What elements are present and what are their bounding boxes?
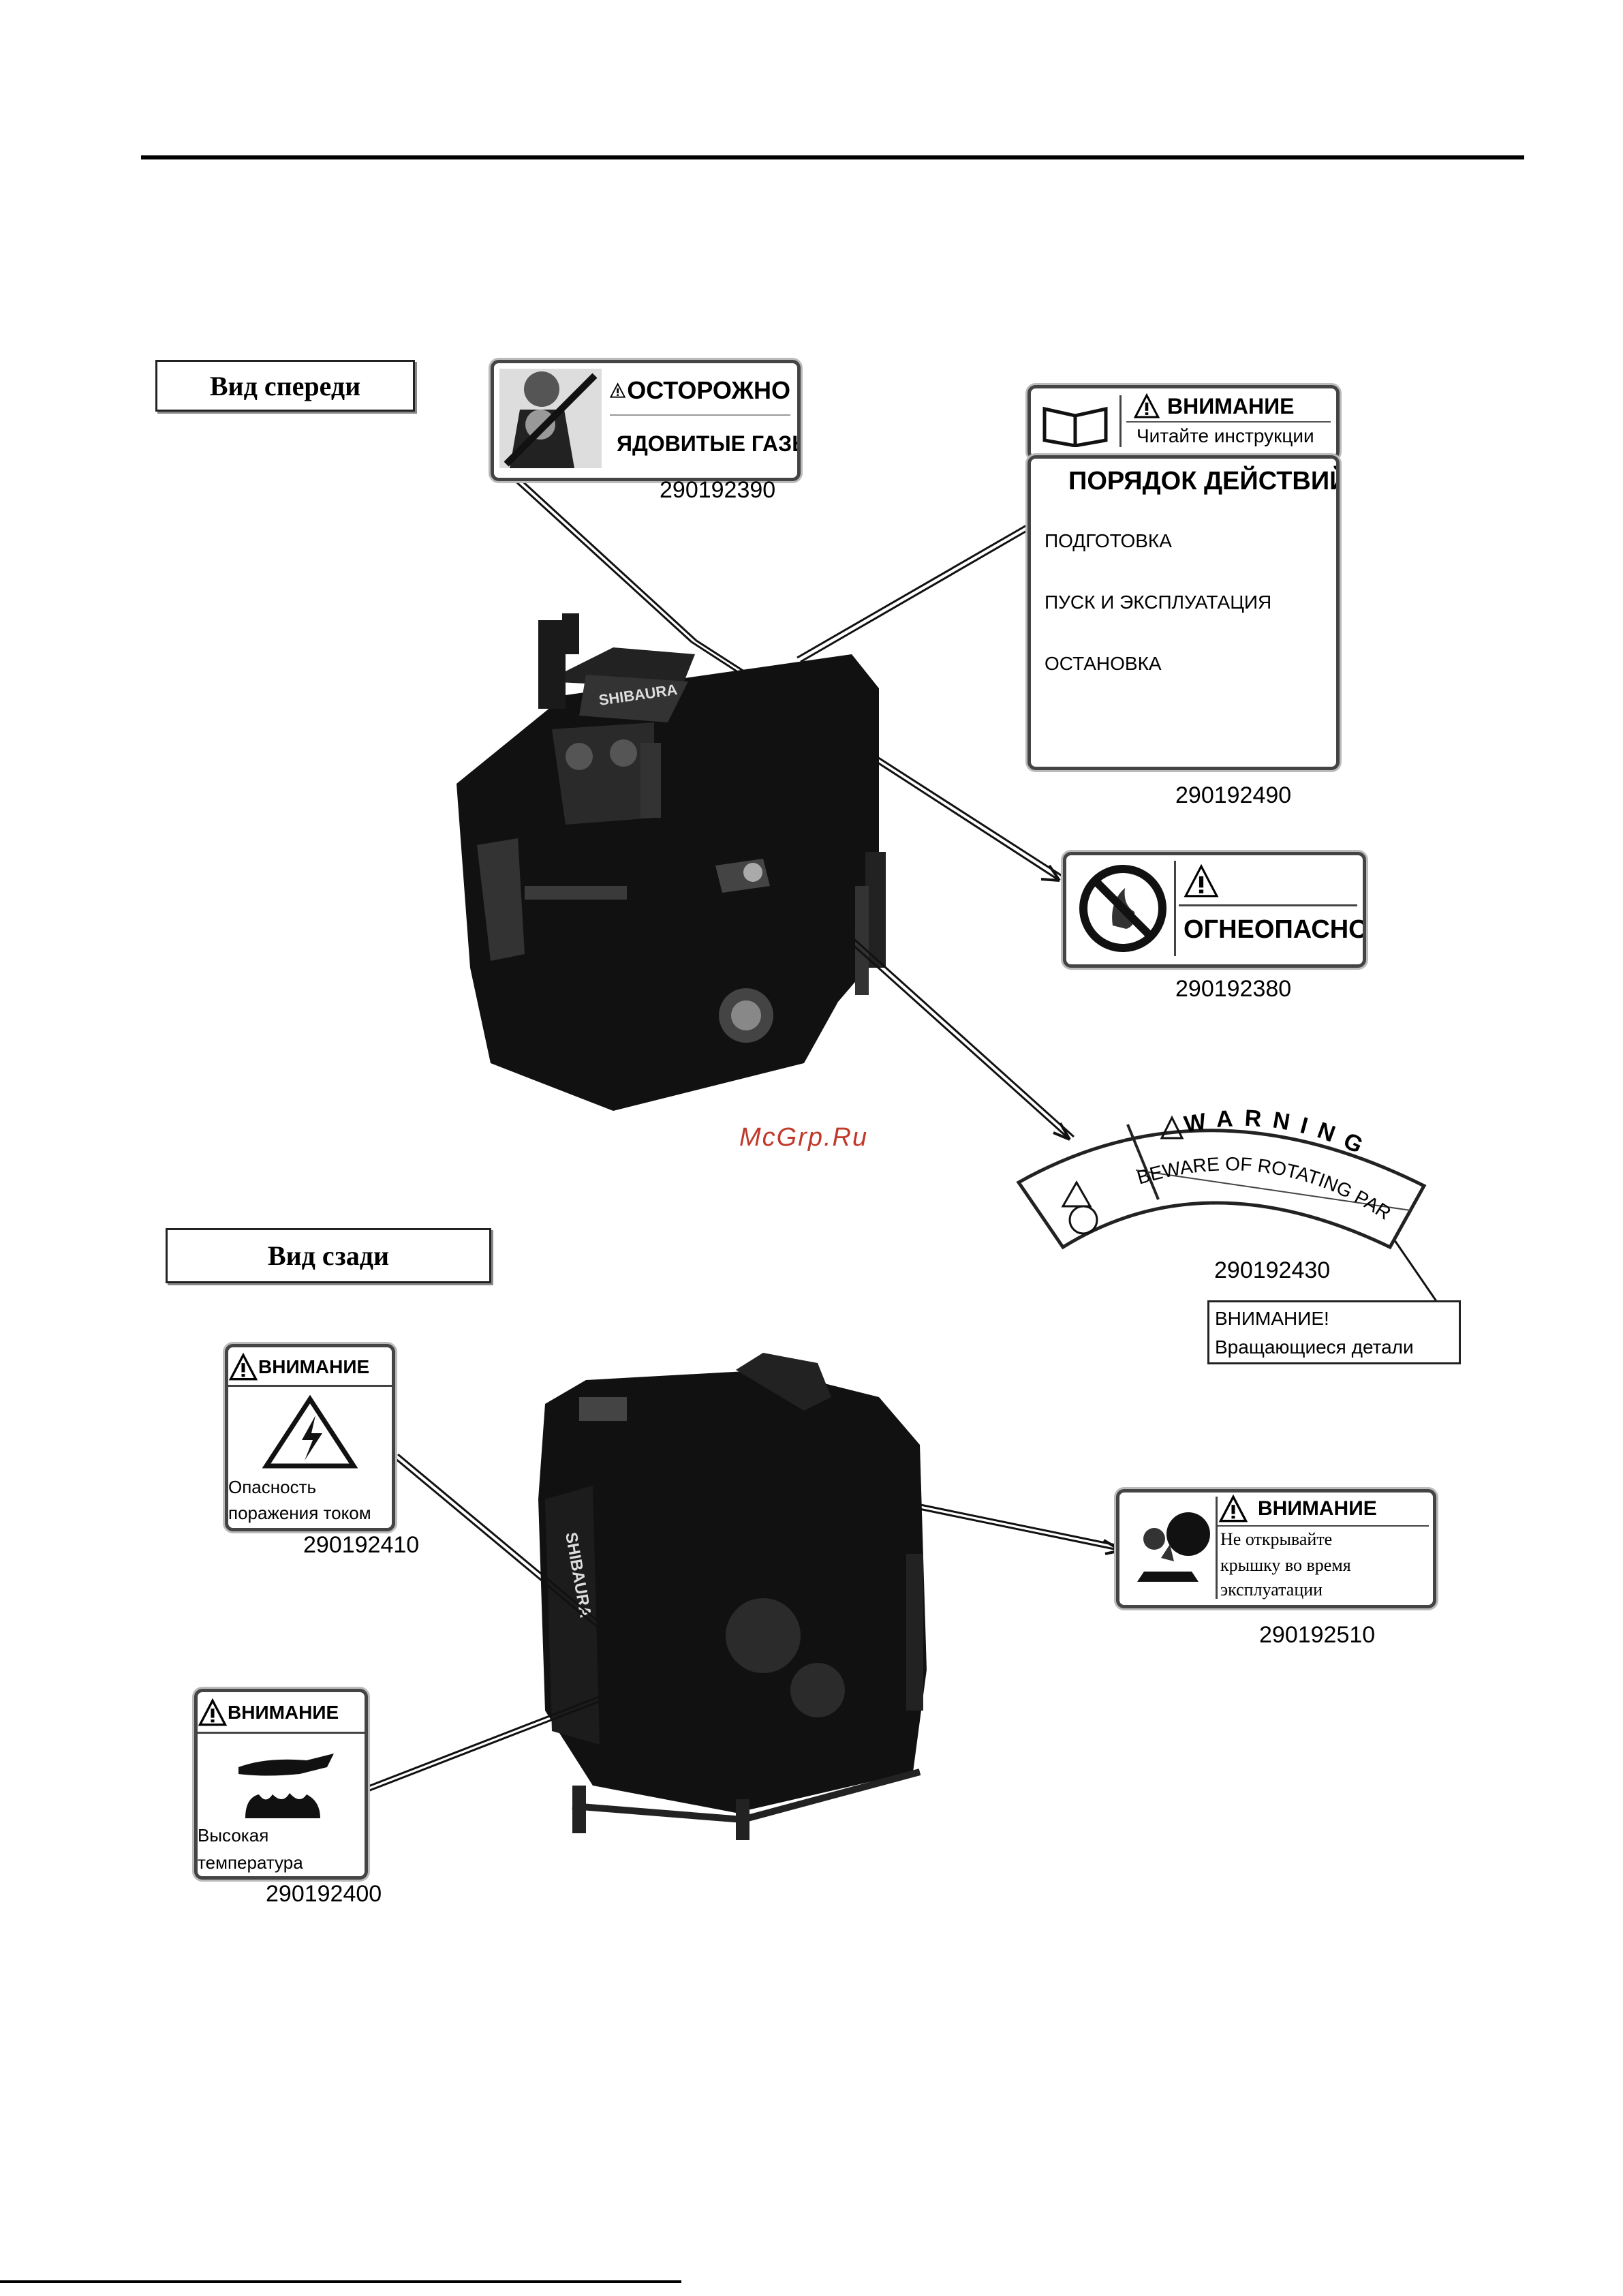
electric-line-2: поражения током — [228, 1503, 371, 1523]
procedure-step-3: ОСТАНОВКА — [1045, 653, 1162, 674]
warning-triangle-icon — [610, 382, 626, 398]
hot-part-number: 290192400 — [266, 1881, 382, 1907]
no-fire-icon — [1072, 861, 1176, 956]
procedure-title: ПОРЯДОК ДЕЙСТВИЙ — [1068, 467, 1340, 495]
electric-sticker: ВНИМАНИЕ Опасность поражения током — [225, 1344, 395, 1531]
procedure-step-1: ПОДГОТОВКА — [1045, 530, 1172, 551]
procedure-step-2: ПУСК И ЭКСПЛУАТАЦИЯ — [1045, 592, 1272, 613]
book-icon — [1038, 395, 1122, 447]
cover-part-number: 290192510 — [1259, 1622, 1376, 1648]
front-engine-illustration: SHIBAURA — [457, 613, 886, 1111]
warning-triangle-icon — [1218, 1495, 1248, 1522]
hot-warning-word: ВНИМАНИЕ — [228, 1702, 339, 1723]
read-instructions-sticker: ВНИМАНИЕ Читайте инструкции — [1027, 385, 1340, 460]
cover-line-2: крышку во время — [1220, 1555, 1351, 1575]
cover-warning-word: ВНИМАНИЕ — [1258, 1497, 1377, 1520]
top-rule — [141, 155, 1524, 159]
warning-triangle-icon — [198, 1698, 228, 1726]
rotating-ru-line-1: ВНИМАНИЕ! — [1215, 1308, 1329, 1329]
front-view-label: Вид спереди — [155, 360, 415, 412]
gas-text: ЯДОВИТЫЕ ГАЗЫ — [617, 431, 801, 456]
electric-line-1: Опасность — [228, 1477, 317, 1497]
rotating-part-number: 290192430 — [1214, 1257, 1331, 1283]
hot-line-2: температура — [198, 1852, 303, 1873]
warning-triangle-icon — [1182, 863, 1220, 902]
read-instructions-text: Читайте инструкции — [1137, 425, 1314, 446]
warning-triangle-icon — [228, 1353, 258, 1381]
gas-part-number: 290192390 — [660, 477, 776, 503]
gas-sticker: ОСТОРОЖНО ЯДОВИТЫЕ ГАЗЫ — [491, 360, 801, 481]
hot-sticker: ВНИМАНИЕ Высокая температура — [194, 1689, 368, 1880]
leader-lines — [362, 476, 1439, 1794]
poison-gas-icon — [499, 369, 602, 468]
fire-sticker: ОГНЕОПАСНО — [1063, 852, 1366, 968]
warning-triangle-icon — [1133, 393, 1160, 418]
rotating-part-sticker-shape — [1016, 1115, 1427, 1250]
fire-text: ОГНЕОПАСНО — [1184, 915, 1366, 944]
bottom-rule — [0, 2280, 681, 2283]
electric-shock-icon — [262, 1394, 358, 1473]
rear-view-label: Вид сзади — [166, 1228, 491, 1283]
electric-part-number: 290192410 — [303, 1532, 420, 1558]
gas-warning-word: ОСТОРОЖНО — [627, 376, 790, 404]
rotating-ru-line-2: Вращающиеся детали — [1215, 1336, 1414, 1358]
fire-part-number: 290192380 — [1175, 976, 1292, 1002]
watermark: McGrp.Ru — [739, 1123, 869, 1152]
procedure-warning-word: ВНИМАНИЕ — [1167, 393, 1295, 418]
electric-warning-word: ВНИМАНИЕ — [258, 1356, 370, 1377]
hot-surface-icon — [225, 1740, 341, 1825]
procedure-part-number: 290192490 — [1175, 782, 1292, 808]
cover-line-3: эксплуатации — [1220, 1580, 1323, 1599]
hot-line-1: Высокая — [198, 1825, 269, 1846]
open-cover-icon — [1124, 1497, 1218, 1599]
cover-line-1: Не открывайте — [1220, 1529, 1333, 1549]
rotating-ru-translation: ВНИМАНИЕ! Вращающиеся детали — [1207, 1300, 1461, 1364]
rear-engine-illustration: SHIBAURA — [538, 1353, 927, 1840]
procedure-sticker: ПОРЯДОК ДЕЙСТВИЙ ПОДГОТОВКА ПУСК И ЭКСПЛ… — [1027, 455, 1340, 770]
cover-sticker: ВНИМАНИЕ Не открывайте крышку во время э… — [1116, 1489, 1436, 1608]
